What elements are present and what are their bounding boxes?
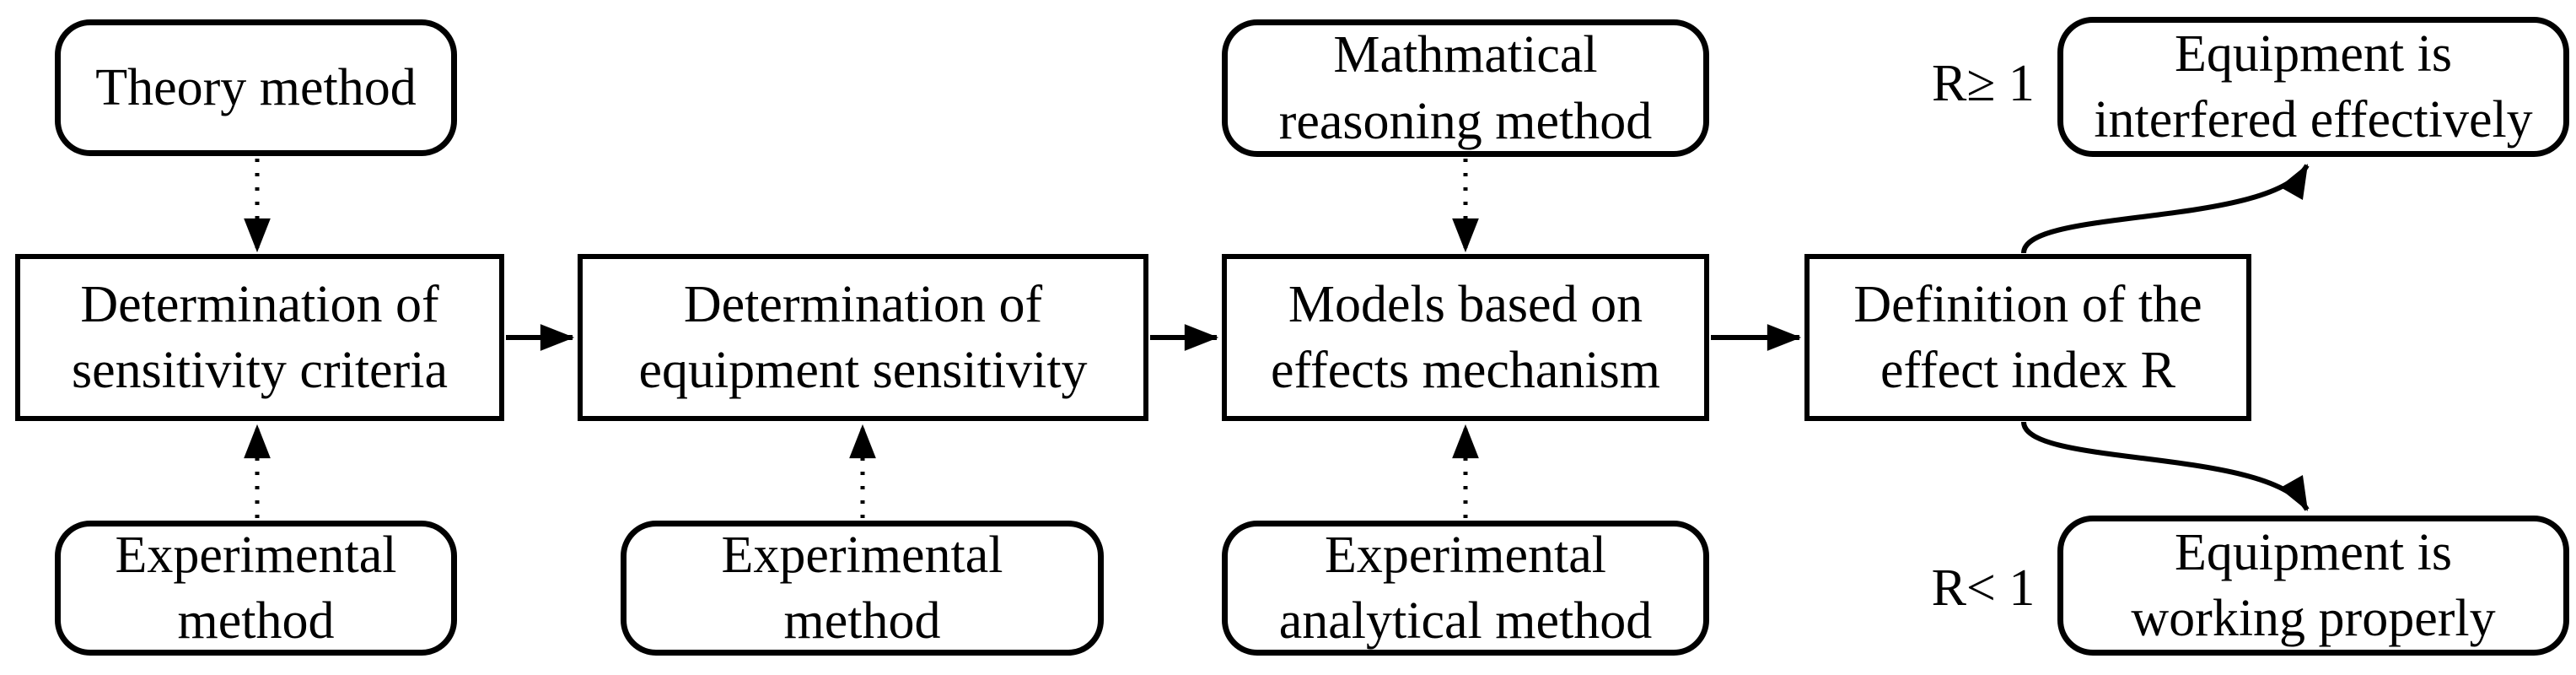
node-models-effects: Models based on effects mechanism [1222,254,1709,421]
node-experimental-method-1: Experimental method [55,521,457,656]
arrow-definition-to-working [2021,421,2310,511]
node-theory-method: Theory method [55,19,457,156]
node-equipment-sensitivity-label: Determination of equipment sensitivity [638,275,1088,399]
node-equipment-interfered-label: Equipment is interfered effectively [2094,24,2533,148]
node-equipment-working-label: Equipment is working properly [2131,523,2496,647]
node-effect-index: Definition of the effect index R [1804,254,2251,421]
node-experimental-analytical-label: Experimental analytical method [1278,526,1653,650]
node-sensitivity-criteria: Determination of sensitivity criteria [15,254,504,421]
node-experimental-method-2: Experimental method [621,521,1104,656]
node-equipment-interfered: Equipment is interfered effectively [2057,17,2569,157]
node-sensitivity-criteria-label: Determination of sensitivity criteria [72,275,448,399]
node-experimental-analytical: Experimental analytical method [1222,521,1709,656]
node-equipment-working: Equipment is working properly [2057,516,2569,656]
node-experimental-method-1-label: Experimental method [115,526,397,650]
node-mathmatical-reasoning-label: Mathmatical reasoning method [1278,26,1653,150]
node-effect-index-label: Definition of the effect index R [1853,275,2202,399]
node-theory-method-label: Theory method [95,58,417,116]
node-models-effects-label: Models based on effects mechanism [1271,275,1660,399]
branch-label-r-lt-1: R< 1 [1931,559,2036,617]
node-experimental-method-2-label: Experimental method [721,526,1003,650]
node-mathmatical-reasoning: Mathmatical reasoning method [1222,19,1709,157]
node-equipment-sensitivity: Determination of equipment sensitivity [578,254,1148,421]
branch-label-r-ge-1: R≥ 1 [1932,55,2035,112]
arrow-definition-to-interfered [2021,164,2310,254]
